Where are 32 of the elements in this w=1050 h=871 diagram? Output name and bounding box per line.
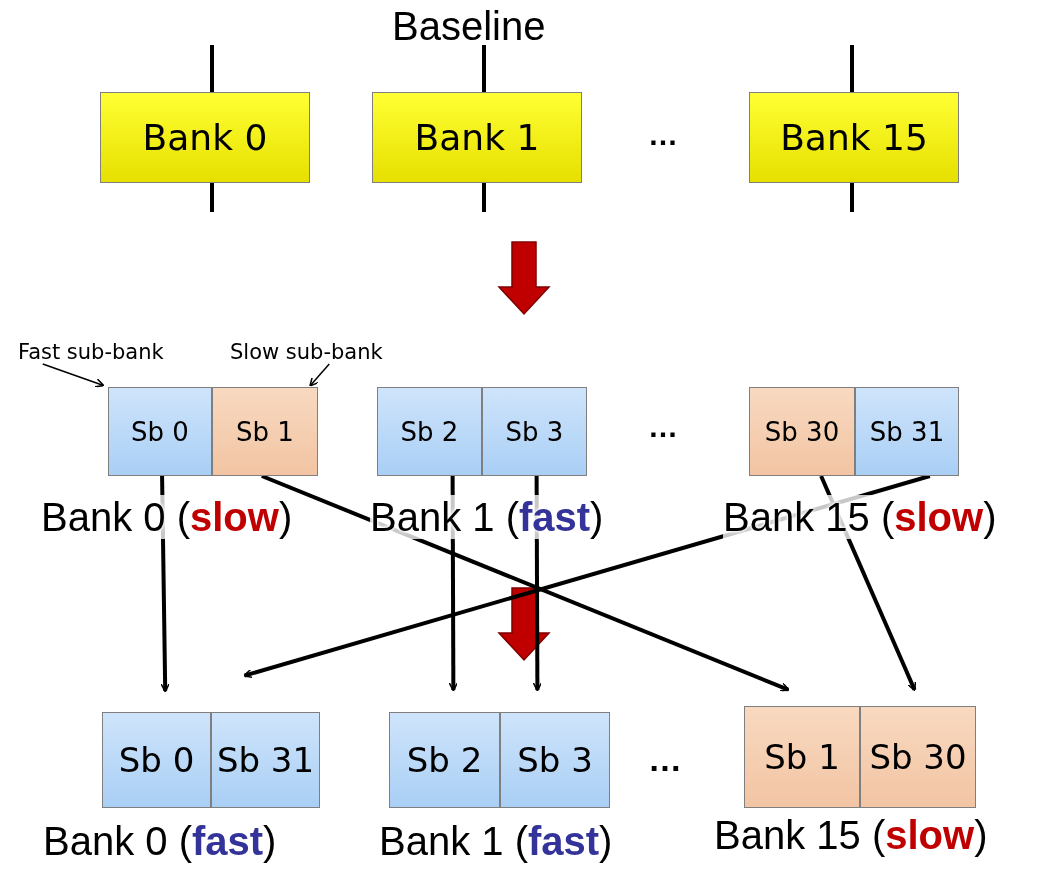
sub-bank-box: Sb 31	[855, 387, 959, 476]
bank-label: Bank 0 (slow)	[41, 495, 293, 539]
arrow	[243, 474, 931, 679]
arrow	[261, 474, 790, 692]
sub-bank-box: Sb 0	[108, 387, 212, 476]
leader-line	[309, 363, 330, 387]
sub-bank-box: Sb 3	[482, 387, 587, 476]
sub-bank-box: Sb 1	[744, 706, 860, 808]
leader-line	[42, 363, 105, 388]
ellipsis-text: …	[648, 740, 682, 779]
arrow	[448, 476, 459, 692]
bank-label: Bank 1 (fast)	[370, 495, 604, 539]
ellipsis-text: …	[648, 118, 678, 152]
ellipsis-text: …	[648, 410, 678, 444]
sub-bank-box: Sb 31	[211, 712, 320, 808]
sub-bank-box: Sb 2	[377, 387, 482, 476]
sub-bank-box: Sb 2	[389, 712, 500, 808]
title: Baseline	[392, 4, 546, 49]
bank-box: Bank 1	[372, 92, 582, 183]
bank-label: Bank 15 (slow)	[723, 495, 997, 539]
sub-bank-box: Sb 30	[860, 706, 976, 808]
arrow	[819, 475, 917, 692]
arrow	[160, 475, 170, 693]
bank-box: Bank 0	[100, 92, 310, 183]
arrow	[532, 476, 543, 692]
callout-text: Fast sub-bank	[18, 340, 164, 364]
sub-bank-box: Sb 30	[749, 387, 855, 476]
bank-box: Bank 15	[749, 92, 959, 183]
sub-bank-box: Sb 1	[212, 387, 318, 476]
callout-text: Slow sub-bank	[230, 340, 383, 364]
sub-bank-box: Sb 3	[500, 712, 610, 808]
sub-bank-box: Sb 0	[102, 712, 211, 808]
